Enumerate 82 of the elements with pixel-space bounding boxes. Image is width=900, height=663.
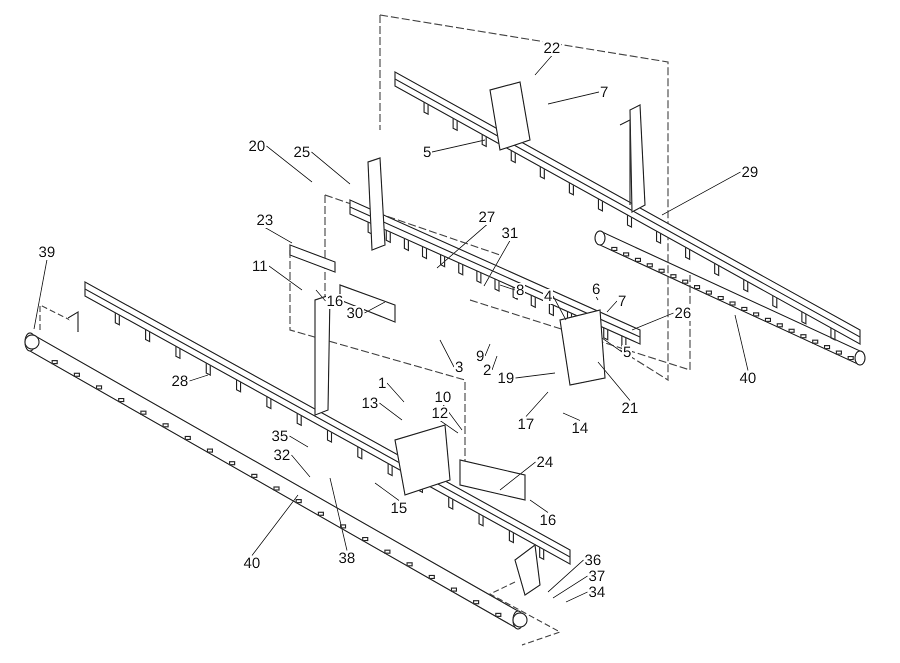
callout-number: 22	[542, 40, 562, 56]
leader-line	[432, 140, 486, 152]
callout-number: 32	[272, 448, 292, 462]
callout-number: 39	[38, 244, 56, 260]
callout-number: 30	[346, 306, 364, 320]
leader-line	[492, 356, 498, 370]
leader-line	[440, 340, 454, 368]
callout-number: 11	[251, 258, 269, 274]
leader-line	[484, 240, 510, 286]
callout-number: 26	[674, 306, 692, 320]
callout-number: 2	[482, 362, 492, 378]
callout-number: 9	[475, 348, 486, 364]
leader-line	[436, 224, 488, 268]
leader-line	[34, 259, 48, 330]
leader-line	[562, 412, 580, 421]
callout-number: 40	[738, 370, 758, 386]
callout-number: 5	[422, 144, 432, 160]
callout-number: 7	[617, 294, 628, 308]
leader-line	[289, 436, 308, 448]
leader-line	[386, 382, 404, 402]
leader-line	[500, 284, 516, 290]
callout-number: 12	[430, 406, 450, 420]
callout-number: 36	[584, 552, 602, 568]
callout-number: 21	[620, 400, 640, 416]
leader-line	[266, 146, 312, 182]
callout-number: 27	[478, 210, 496, 224]
callout-number: 29	[740, 164, 760, 180]
leader-line	[330, 478, 348, 551]
callout-number: 15	[390, 500, 408, 516]
leader-line	[602, 338, 622, 352]
callout-number: 7	[599, 84, 610, 100]
leader-line	[374, 482, 400, 501]
callout-number: 17	[516, 416, 536, 432]
callout-number: 28	[170, 374, 190, 388]
callout-number: 4	[543, 288, 554, 304]
callout-number: 1	[377, 376, 388, 390]
callout-number: 37	[588, 568, 606, 584]
leader-line	[252, 494, 298, 556]
callout-number: 16	[326, 294, 344, 308]
leader-line	[311, 152, 350, 184]
callout-number: 40	[242, 556, 262, 570]
callout-number: 16	[538, 512, 558, 528]
callout-number: 20	[248, 138, 266, 154]
leader-line	[526, 392, 548, 417]
leader-line	[534, 55, 552, 76]
leader-line	[662, 172, 741, 216]
callout-number: 10	[434, 390, 452, 404]
leader-line	[316, 290, 326, 302]
callout-number: 13	[360, 396, 380, 410]
leader-line	[515, 372, 556, 378]
leader-line	[552, 296, 566, 320]
callout-number: 31	[500, 226, 520, 240]
leader-line	[606, 300, 618, 312]
callout-number: 34	[588, 584, 606, 600]
leader-line	[598, 362, 630, 401]
callout-number: 6	[591, 282, 602, 296]
leader-line	[734, 314, 748, 371]
leader-line	[548, 560, 584, 592]
leader-line	[530, 500, 548, 513]
leader-line	[291, 454, 310, 478]
leader-line	[440, 420, 458, 434]
callout-number: 24	[536, 454, 554, 470]
leader-line	[500, 462, 536, 490]
callout-number: 25	[292, 144, 312, 160]
leader-line	[379, 402, 402, 420]
callout-number: 23	[256, 212, 274, 228]
leader-line	[189, 374, 208, 382]
leader-line	[552, 576, 588, 598]
leader-line	[632, 312, 674, 330]
callout-number: 8	[515, 282, 526, 298]
leader-line	[264, 227, 292, 244]
leader-line	[268, 266, 302, 290]
leader-line	[364, 302, 386, 314]
callout-number: 14	[570, 420, 590, 436]
callout-number: 19	[496, 370, 516, 386]
leader-line	[548, 92, 600, 104]
callout-number: 5	[622, 344, 632, 360]
leader-line	[484, 344, 490, 356]
callout-number: 35	[270, 428, 290, 444]
leader-line	[566, 592, 588, 602]
callout-number: 38	[338, 550, 356, 566]
callout-number: 3	[454, 360, 464, 374]
